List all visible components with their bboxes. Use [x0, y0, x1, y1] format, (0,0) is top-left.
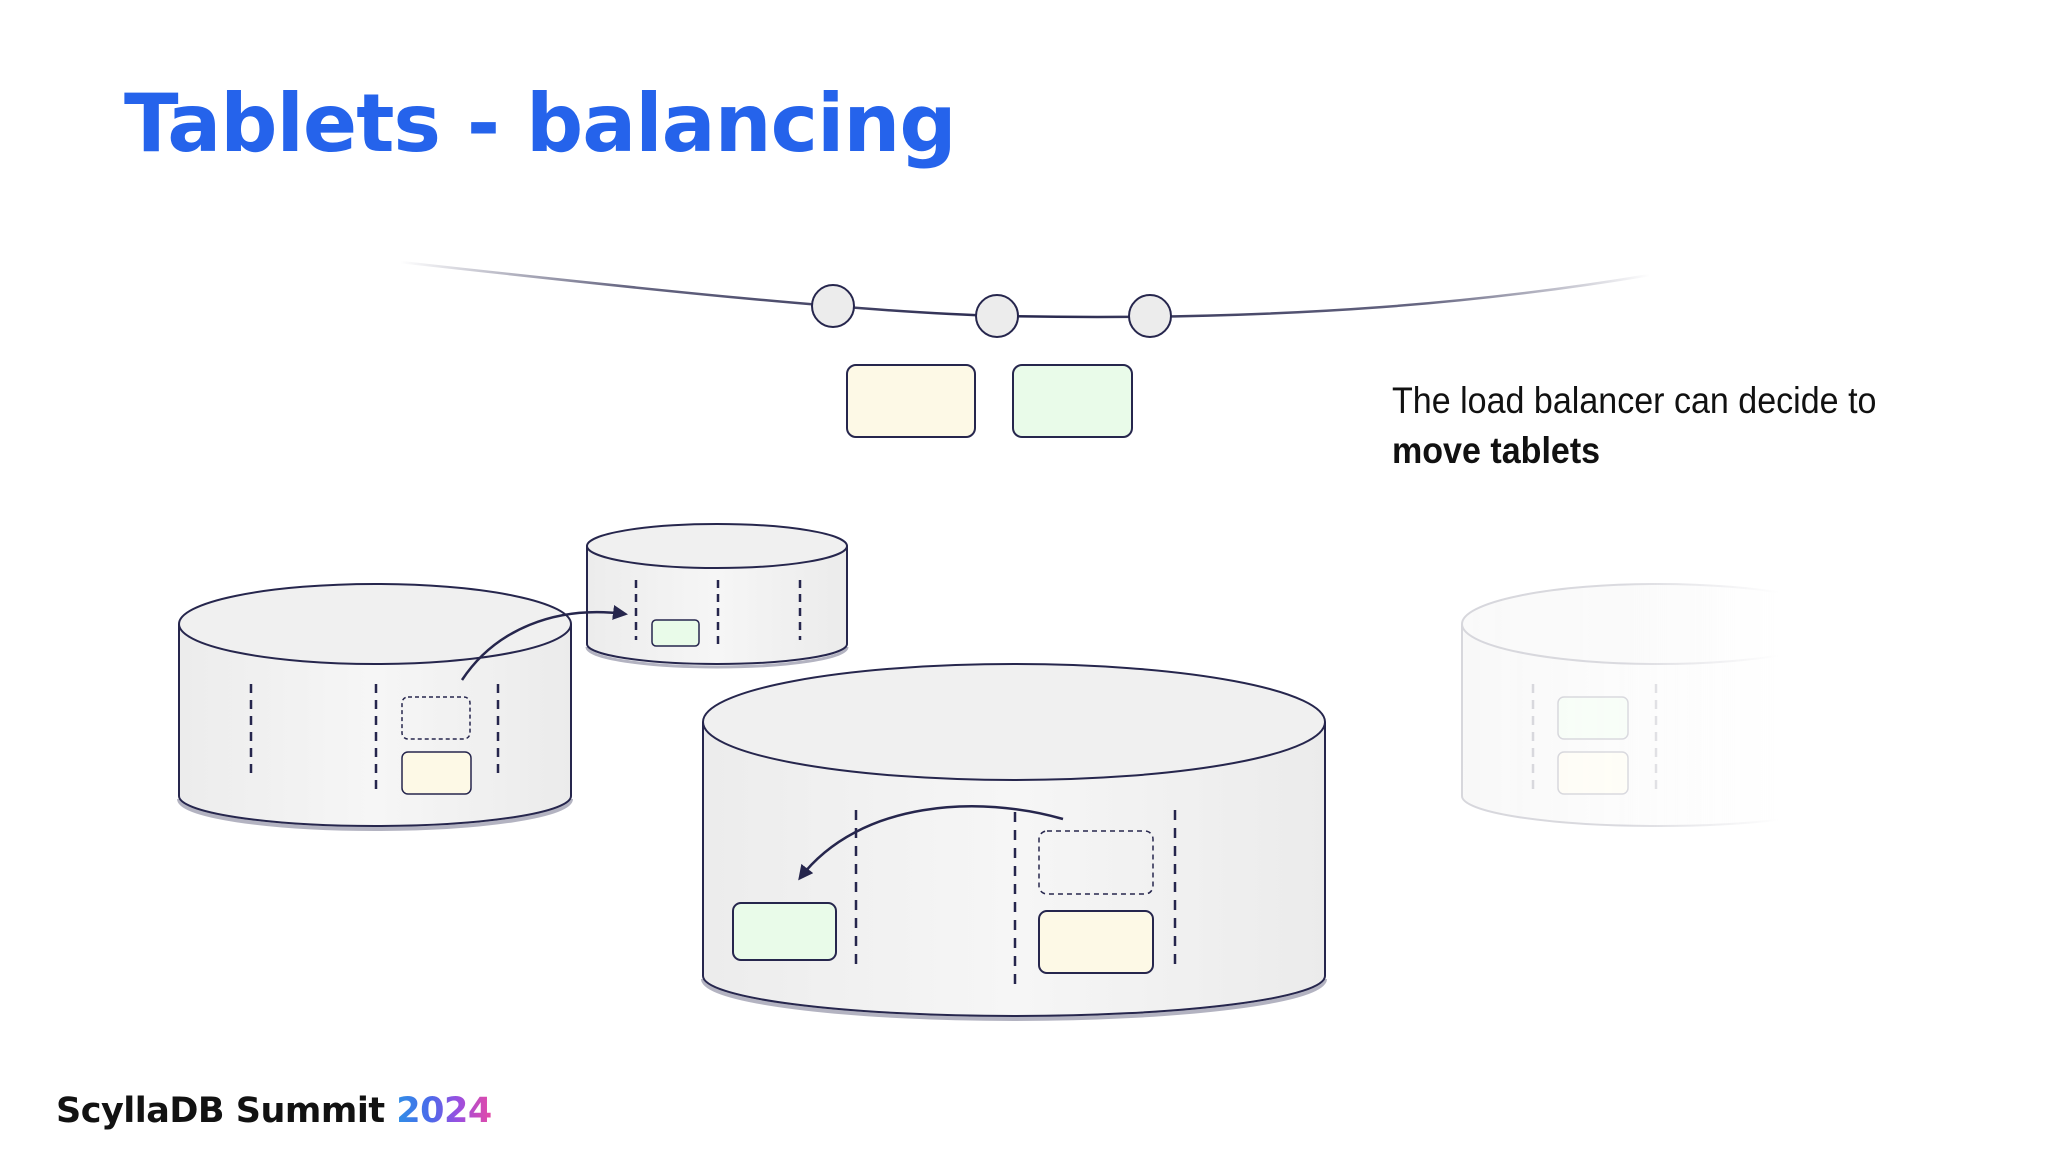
- tablet-green: [1557, 696, 1629, 740]
- caption-emphasis: move tablets: [1392, 430, 1601, 471]
- cylinder-top: [1461, 583, 1855, 665]
- slide-title: Tablets - balancing: [124, 77, 957, 170]
- tablet-yellow: [1557, 751, 1629, 795]
- node-left: [177, 583, 573, 831]
- cylinder-top: [178, 583, 572, 665]
- token-ring: [399, 260, 1651, 338]
- caption-line: The load balancer can decide to: [1392, 380, 1877, 421]
- tablet-yellow: [1038, 910, 1154, 974]
- ring-tablet-green: [1012, 364, 1133, 438]
- node-faded: [1461, 583, 1855, 827]
- cylinder-top: [586, 523, 848, 569]
- token-node: [811, 284, 855, 328]
- token-node: [1128, 294, 1172, 338]
- tablet-green: [651, 619, 700, 647]
- tablet-green: [732, 902, 837, 961]
- ring-tablet-yellow: [846, 364, 976, 438]
- token-node: [975, 294, 1019, 338]
- cylinder-bottom-shadow: [701, 978, 1327, 1021]
- cylinder-bottom-shadow: [177, 798, 573, 831]
- footer-year: 2024: [396, 1091, 492, 1131]
- tablet-placeholder: [1038, 830, 1154, 895]
- tablet-placeholder: [401, 696, 471, 740]
- node-small: [585, 523, 849, 669]
- footer-brand: ScyllaDB Summit 2024: [56, 1090, 492, 1132]
- cylinder-bottom-shadow: [585, 646, 849, 669]
- footer-brand-name: ScyllaDB Summit: [56, 1091, 385, 1131]
- caption: The load balancer can decide to move tab…: [1392, 376, 1907, 476]
- cylinder-top: [702, 663, 1326, 781]
- ring-line: [399, 260, 1651, 319]
- move-arrow-lower: [798, 805, 1064, 881]
- cylinder-body: [1461, 624, 1855, 827]
- tablet-yellow: [401, 751, 472, 795]
- move-arrow-upper: [460, 605, 628, 681]
- node-large: [701, 663, 1327, 1021]
